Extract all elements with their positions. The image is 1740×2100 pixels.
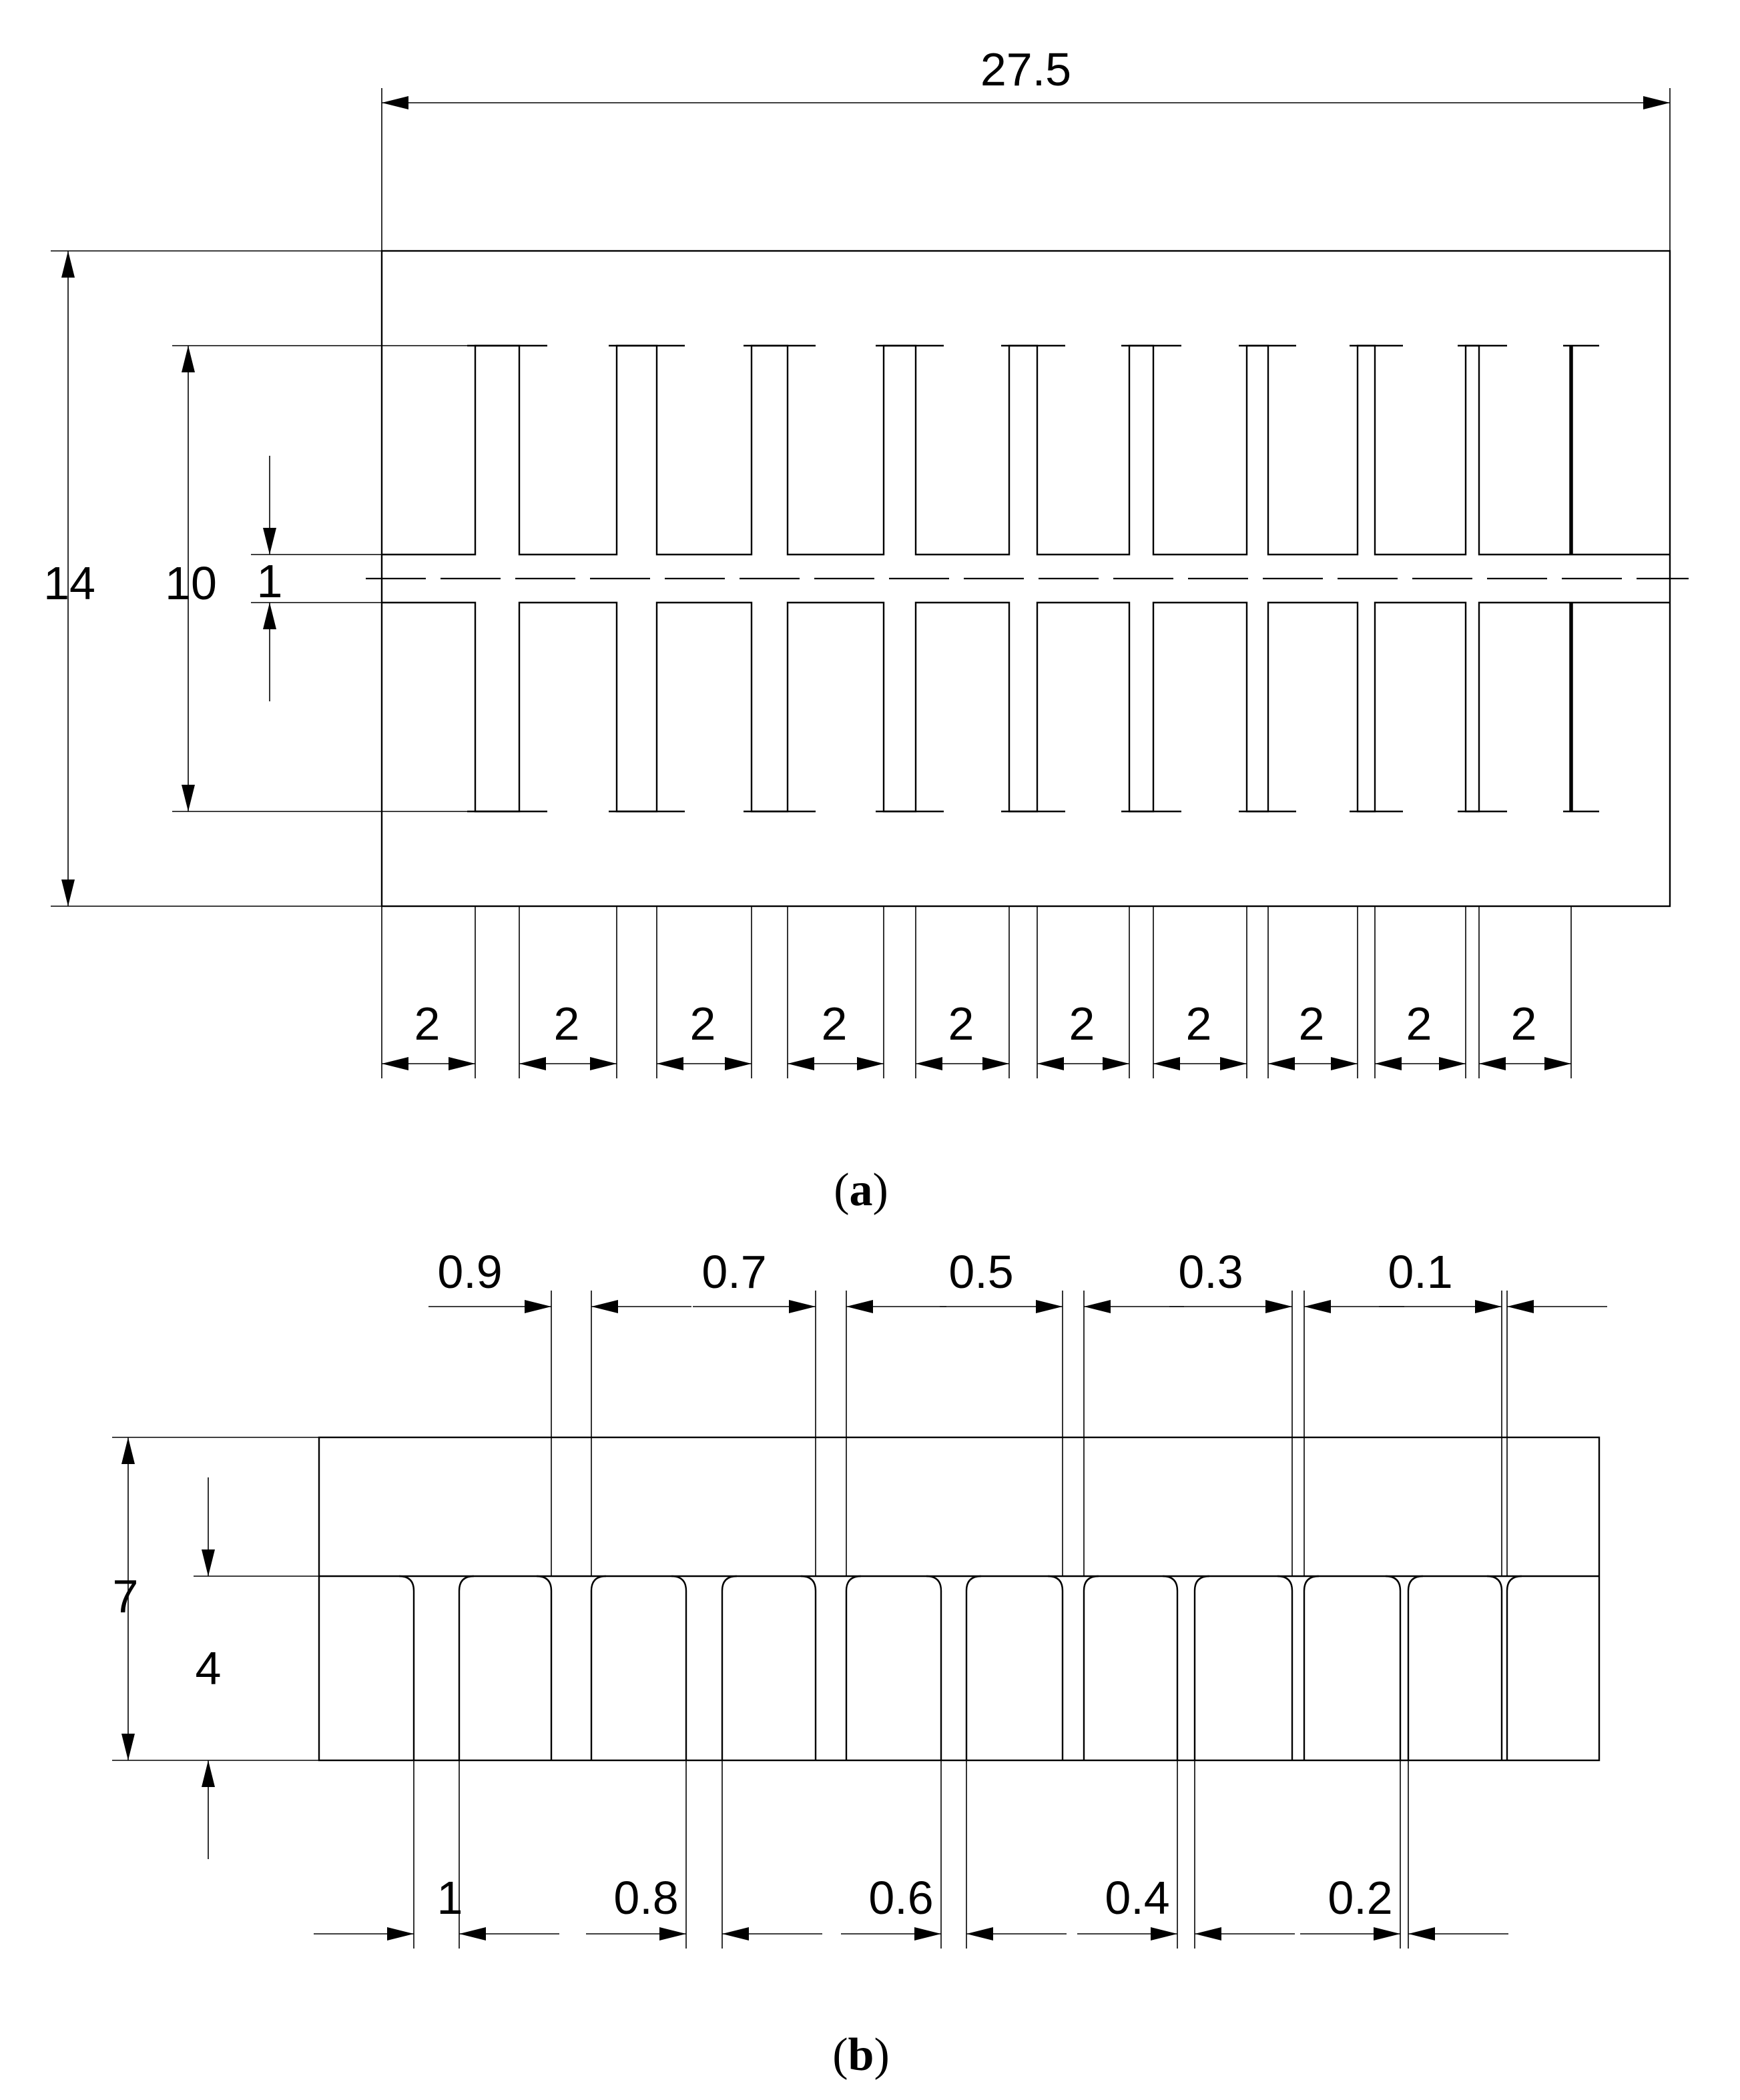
fig-a-gap-label: 1 — [257, 555, 283, 607]
fig-a-caption: (a) — [834, 1164, 888, 1216]
fig-b-slot-right-wall-3 — [721, 1575, 738, 1760]
fig-b-slot-left-wall-3 — [671, 1575, 687, 1760]
fig-b-bottom-width-label-4: 0.4 — [1105, 1872, 1169, 1924]
fig-b-bottom-width-label-2: 0.8 — [613, 1872, 678, 1924]
fig-a-pitch-label-10: 2 — [1511, 998, 1537, 1050]
fig-a-lower-slots — [382, 601, 1670, 813]
figure-b: 0.9 0.7 0.5 0.3 0.1 1 0.8 0.6 0.4 0.2 7 4 (b) — [112, 1246, 1607, 2081]
fig-a-pitch-label-1: 2 — [414, 998, 441, 1050]
fig-b-depth-label: 4 — [196, 1642, 222, 1694]
fig-b-top-width-label-1: 0.9 — [437, 1246, 502, 1298]
fig-b-slot-right-wall-6 — [1083, 1575, 1099, 1760]
fig-a-pitch-label-6: 2 — [1069, 998, 1095, 1050]
fig-a-pitch-dimensions: 2 2 2 2 2 2 2 2 2 2 — [381, 906, 1572, 1078]
fig-b-slot-left-wall-6 — [1047, 1575, 1064, 1760]
fig-b-slot-right-wall-5 — [965, 1575, 982, 1760]
fig-b-slot-right-wall-10 — [1506, 1575, 1522, 1760]
fig-a-pitch-label-5: 2 — [948, 998, 974, 1050]
fig-b-slot-right-wall-9 — [1407, 1575, 1424, 1760]
fig-a-pitch-label-8: 2 — [1299, 998, 1325, 1050]
fig-b-slot-left-wall-9 — [1385, 1575, 1402, 1760]
fig-a-lower-edge — [382, 601, 1670, 813]
fig-b-outer-outline — [318, 1436, 1601, 1762]
fig-b-slot-right-wall-8 — [1303, 1575, 1320, 1760]
fig-b-bottom-width-label-1: 1 — [437, 1872, 463, 1924]
fig-b-slot-right-wall-4 — [845, 1575, 862, 1760]
fig-a-pitch-label-3: 2 — [690, 998, 716, 1050]
fig-b-slot-left-wall-10 — [1486, 1575, 1503, 1760]
fig-b-slot-right-wall-7 — [1193, 1575, 1210, 1760]
fig-b-slot-right-wall-2 — [590, 1575, 607, 1760]
fig-b-slot-left-wall-5 — [926, 1575, 942, 1760]
fig-a-pitch-label-7: 2 — [1186, 998, 1212, 1050]
fig-b-caption: (b) — [832, 2029, 890, 2081]
fig-b-slot-left-wall-2 — [536, 1575, 553, 1760]
fig-b-height-label: 7 — [113, 1570, 139, 1622]
fig-a-span-label: 10 — [165, 557, 217, 609]
fig-b-slot-left-wall-7 — [1162, 1575, 1179, 1760]
fig-a-pitch-label-2: 2 — [554, 998, 580, 1050]
fig-b-slots — [398, 1575, 1522, 1760]
fig-a-pitch-label-4: 2 — [822, 998, 848, 1050]
fig-b-bottom-width-label-3: 0.6 — [868, 1872, 933, 1924]
fig-b-slot-left-wall-8 — [1277, 1575, 1293, 1760]
fig-a-upper-edge — [382, 344, 1670, 556]
fig-b-slot-left-wall-1 — [398, 1575, 415, 1760]
fig-b-bottom-width-label-5: 0.2 — [1328, 1872, 1392, 1924]
fig-a-upper-slots — [382, 344, 1670, 556]
fig-a-height-label: 14 — [43, 557, 95, 609]
figure-a: 2 2 2 2 2 2 2 2 2 2 27.5 14 10 1 (a) — [43, 43, 1689, 1216]
fig-a-pitch-label-9: 2 — [1406, 998, 1432, 1050]
fig-a-width-label: 27.5 — [980, 43, 1071, 95]
fig-b-top-width-label-2: 0.7 — [701, 1246, 766, 1298]
fig-b-top-width-label-5: 0.1 — [1388, 1246, 1452, 1298]
fig-b-slot-left-wall-4 — [800, 1575, 817, 1760]
fig-b-top-width-label-4: 0.3 — [1178, 1246, 1243, 1298]
fig-b-top-width-label-3: 0.5 — [948, 1246, 1013, 1298]
fig-b-top-width-dimensions: 0.9 0.7 0.5 0.3 0.1 — [428, 1246, 1607, 1576]
fig-b-slot-right-wall-1 — [458, 1575, 475, 1760]
fig-b-bottom-width-dimensions: 1 0.8 0.6 0.4 0.2 — [314, 1760, 1508, 1949]
